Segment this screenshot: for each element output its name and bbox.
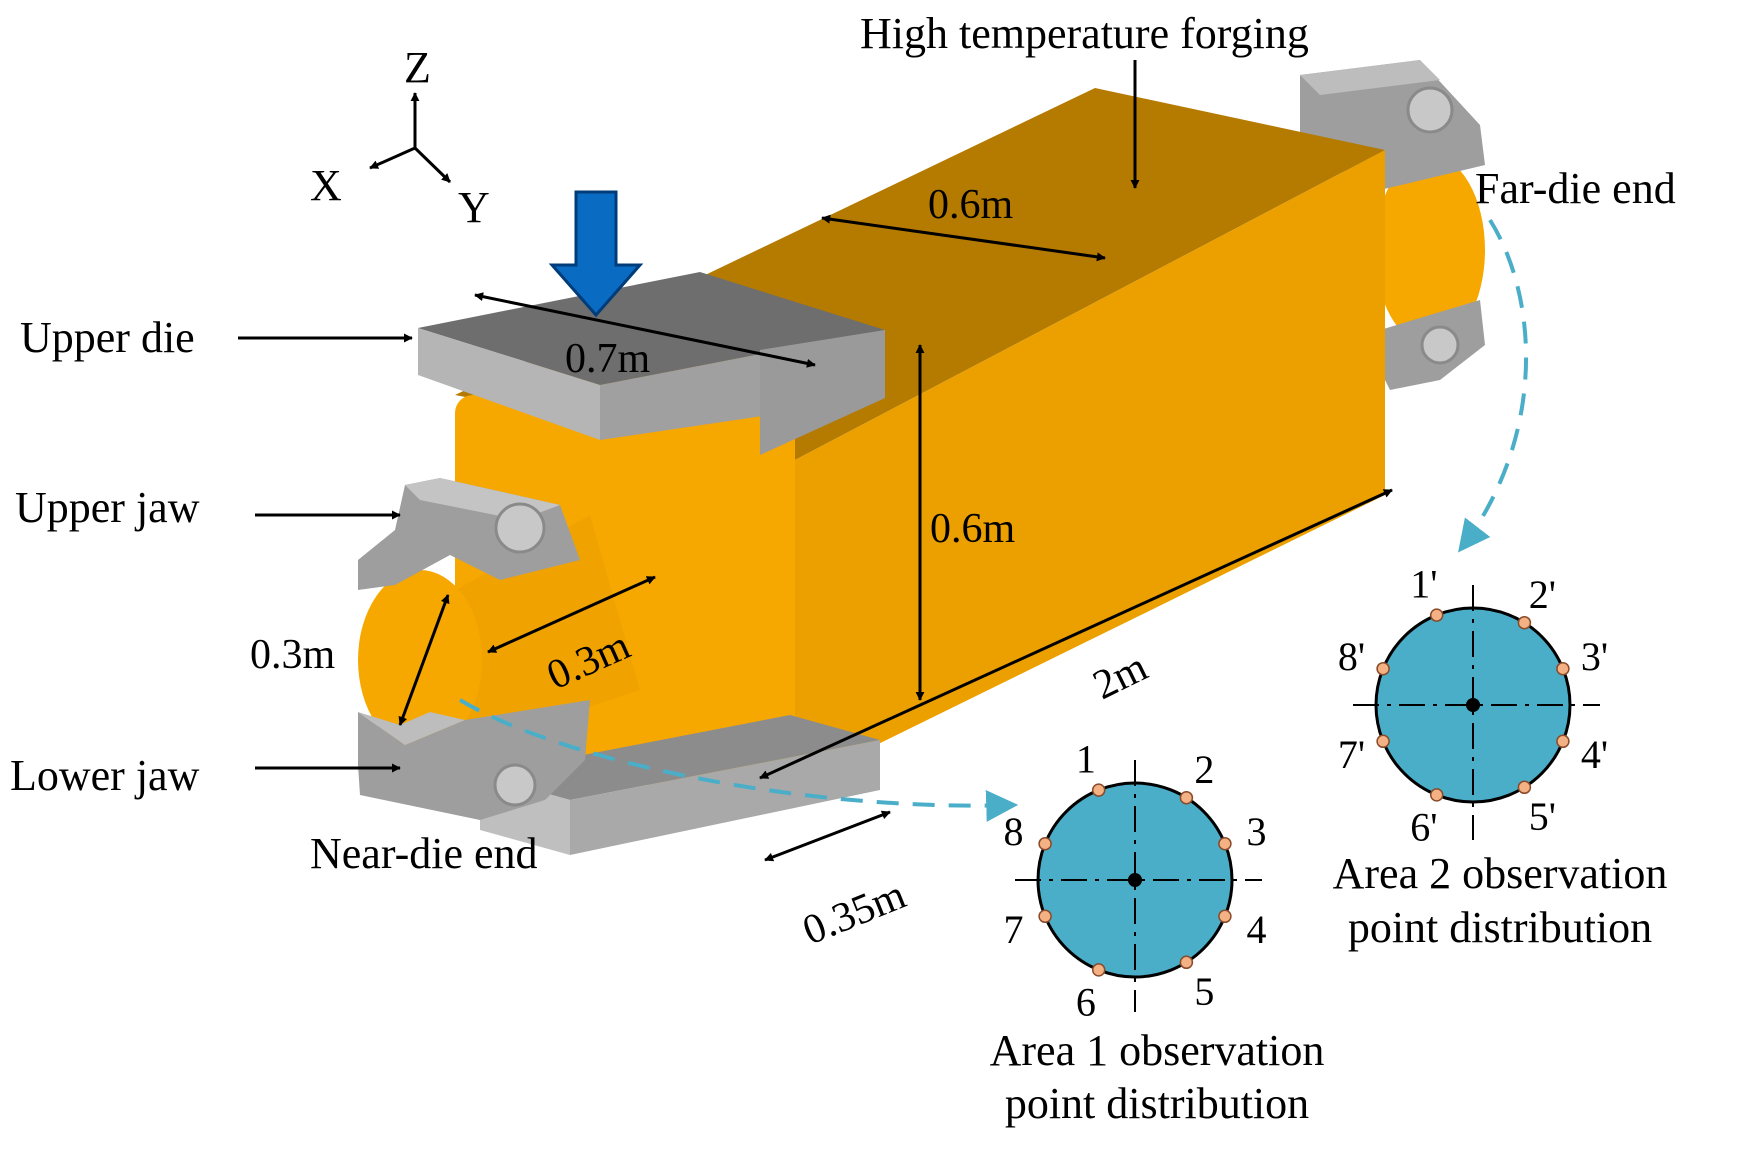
area2-caption-line1: Area 2 observation	[1333, 849, 1668, 898]
upper-die-front	[418, 328, 600, 440]
area1-point-label-8: 8	[1004, 809, 1024, 854]
area1-caption-line1: Area 1 observation	[990, 1026, 1325, 1075]
far-end-assembly	[1300, 60, 1485, 390]
area2-point-marker-1	[1429, 608, 1444, 622]
area1-point-label-5: 5	[1194, 969, 1214, 1014]
area1-point-label-6: 6	[1076, 980, 1096, 1025]
force-arrow	[548, 190, 644, 318]
near-upper-jaw	[358, 478, 580, 590]
area1-point-label-4: 4	[1247, 907, 1267, 952]
dim-forging-length-line	[759, 488, 1393, 780]
far-lower-jaw	[1380, 300, 1485, 390]
label-leaders	[238, 60, 1140, 773]
area2-point-marker-8	[1376, 661, 1390, 676]
area1-point-label-2: 2	[1194, 747, 1214, 792]
dim-die-width: 0.35m	[797, 872, 913, 955]
area2-point-marker-5	[1517, 780, 1532, 795]
area2-point-label-4: 4'	[1581, 732, 1608, 777]
far-end-label: Far-die end	[1475, 164, 1676, 213]
area1-point-marker-8	[1038, 836, 1052, 851]
axis-z-label: Z	[404, 43, 431, 92]
dim-die-length: 0.7m	[565, 336, 651, 382]
area2-point-marker-6	[1429, 788, 1444, 802]
dimension-lines	[398, 214, 1393, 862]
near-lower-jaw-pin	[493, 763, 537, 807]
area1-center	[1128, 873, 1142, 887]
area1-point-marker-7	[1038, 909, 1052, 924]
area2-points: 1' 2' 3' 4' 5' 6' 7' 8'	[1338, 562, 1608, 850]
dim-forging-height: 0.6m	[930, 506, 1016, 552]
area1-point-marker-2	[1179, 790, 1194, 805]
area2-center	[1466, 698, 1480, 712]
dim-bar-diameter-line	[398, 594, 450, 726]
area2-point-label-3: 3'	[1581, 634, 1608, 679]
dim-die-length-line	[474, 292, 816, 368]
area1-point-marker-3	[1218, 836, 1232, 851]
axis-x-label: X	[310, 161, 342, 210]
area1-point-label-1: 1	[1076, 737, 1096, 782]
area1-point-marker-1	[1091, 783, 1106, 797]
path-to-area1	[458, 698, 1019, 822]
area2-caption-line2: point distribution	[1348, 903, 1652, 952]
near-end-label: Near-die end	[310, 829, 538, 878]
area1-point-label-7: 7	[1004, 907, 1024, 952]
dim-forging-length: 2m	[1086, 644, 1155, 709]
coordinate-axes	[369, 92, 452, 184]
area2-point-marker-7	[1376, 734, 1390, 749]
area2-point-label-5: 5'	[1529, 794, 1556, 839]
dim-bar-length-line	[487, 575, 656, 654]
lower-jaw-label: Lower jaw	[10, 751, 200, 800]
area2-point-marker-3	[1556, 661, 1570, 676]
area1-caption-line2: point distribution	[1005, 1079, 1309, 1128]
area2-point-label-7: 7'	[1338, 732, 1365, 777]
far-bar-end	[1375, 155, 1485, 345]
area2-diagram: 1' 2' 3' 4' 5' 6' 7' 8'	[1338, 562, 1608, 850]
dim-forging-width: 0.6m	[928, 182, 1014, 228]
area2-point-label-2: 2'	[1529, 572, 1556, 617]
forging-label: High temperature forging	[860, 9, 1309, 58]
area2-point-marker-4	[1556, 734, 1570, 749]
area1-point-marker-6	[1091, 963, 1106, 977]
path-to-area2	[1458, 218, 1529, 553]
area1-point-marker-4	[1218, 909, 1232, 924]
dim-forging-width-line	[821, 214, 1106, 262]
dim-die-width-line	[764, 810, 891, 862]
upper-die-label: Upper die	[20, 313, 195, 362]
upper-jaw-label: Upper jaw	[15, 483, 200, 532]
area2-point-marker-2	[1517, 615, 1532, 630]
area2-point-label-6: 6'	[1410, 805, 1437, 850]
guide-paths	[458, 218, 1529, 822]
dim-bar-diameter: 0.3m	[250, 632, 336, 678]
area2-point-label-8: 8'	[1338, 634, 1365, 679]
near-upper-jaw-pin	[494, 502, 546, 554]
area1-point-marker-5	[1179, 955, 1194, 970]
area2-point-label-1: 1'	[1410, 562, 1437, 607]
area1-point-label-3: 3	[1247, 809, 1267, 854]
axis-y-label: Y	[458, 183, 490, 232]
